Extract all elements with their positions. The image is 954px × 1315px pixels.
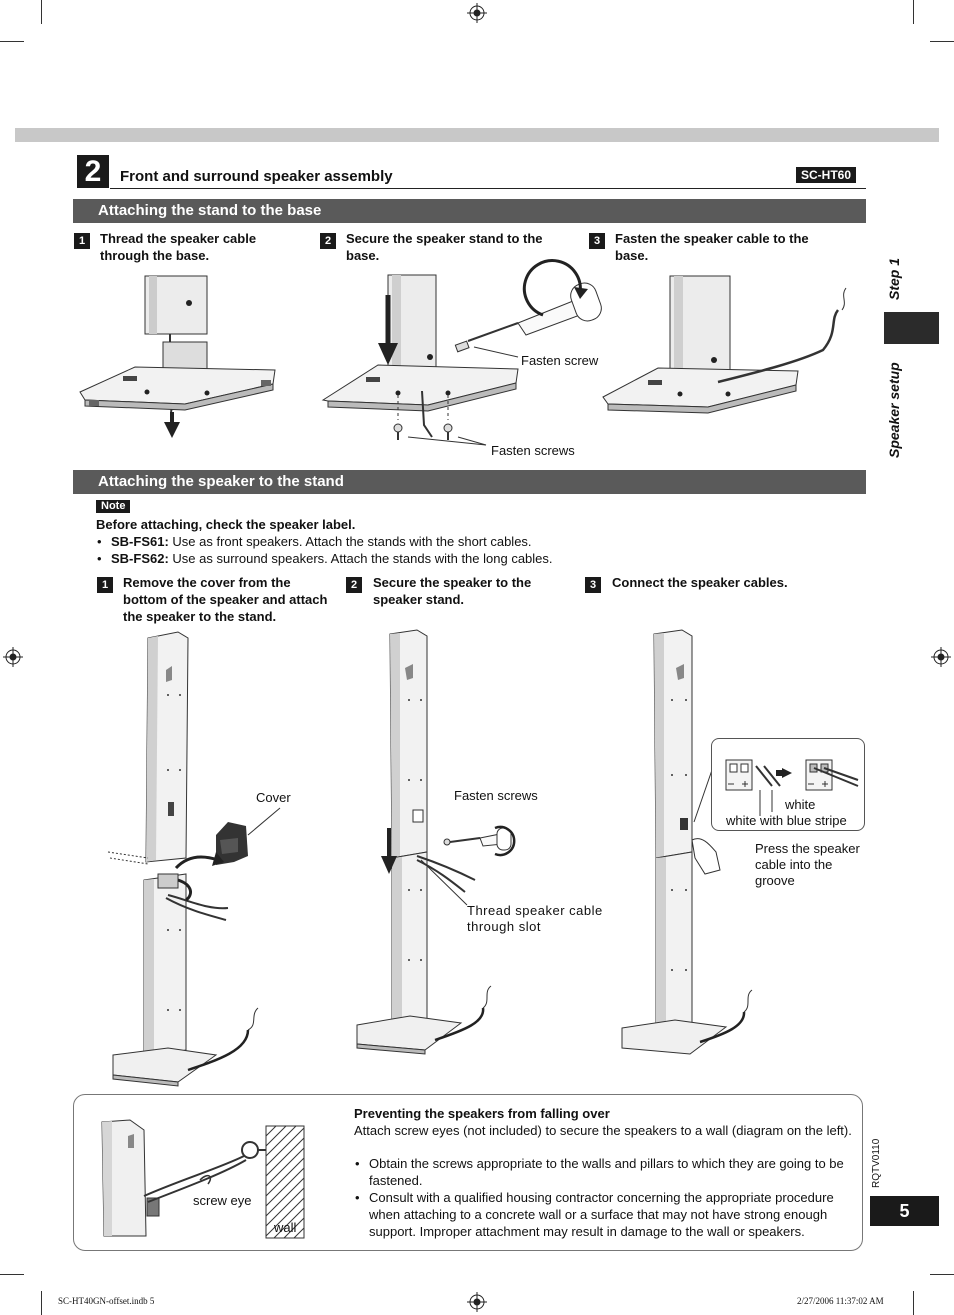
note-text: Use as front speakers. Attach the stands… (168, 534, 532, 549)
stand-base-illustration-2 (321, 259, 602, 446)
falling-title: Preventing the speakers from falling ove… (354, 1106, 610, 1121)
step-number: 3 (589, 233, 605, 249)
falling-prevention-box (73, 1094, 863, 1251)
note-badge: Note (96, 500, 131, 513)
label-fasten-screw: Fasten screw (521, 353, 599, 368)
label-thread-cable: Thread speaker cable through slot (467, 903, 603, 934)
note-list: SB-FS61: Use as front speakers. Attach t… (96, 533, 696, 567)
subsection-header-stand-base: Attaching the stand to the base (73, 199, 866, 223)
label-press-cable: Press the speaker cable into the groove (755, 841, 860, 888)
note-model: SB-FS61: (111, 534, 169, 549)
note-item: SB-FS62: Use as surround speakers. Attac… (96, 550, 696, 567)
note-text: Use as surround speakers. Attach the sta… (168, 551, 553, 566)
step-number: 1 (97, 577, 113, 593)
label-screw-eye: screw eye (193, 1193, 252, 1208)
step-text: Connect the speaker cables. (612, 575, 788, 590)
crop-mark (913, 1291, 914, 1315)
terminal-illustration (725, 759, 859, 816)
section-rule (110, 188, 866, 189)
speaker-illustration-secure (356, 629, 516, 1055)
doc-code: RQTV0110 (871, 1138, 882, 1188)
registration-mark-icon (467, 1292, 487, 1312)
stand-base-illustration-1 (79, 275, 276, 438)
footer-timestamp: 2/27/2006 11:37:02 AM (797, 1296, 884, 1306)
label-cover: Cover (256, 790, 291, 805)
speaker-illustration-connect (621, 629, 753, 1055)
footer-file: SC-HT40GN-offset.indb 5 (58, 1296, 155, 1306)
top-band (15, 128, 939, 142)
step-text: Remove the cover from the bottom of the … (123, 575, 328, 624)
step-text: Fasten the speaker cable to the base. (615, 231, 809, 263)
falling-item: Consult with a qualified housing contrac… (354, 1189, 854, 1240)
section-title: Front and surround speaker assembly (120, 168, 393, 185)
crop-mark (930, 41, 954, 42)
speaker-illustration-remove-cover (107, 631, 281, 1087)
registration-mark-icon (3, 647, 23, 667)
step-text: Secure the speaker stand to the base. (346, 231, 543, 263)
crop-mark (41, 1291, 42, 1315)
sidebar-section: Speaker setup (886, 362, 902, 458)
stand-base-illustration-3 (602, 275, 847, 414)
label-wall: wall (274, 1220, 297, 1235)
step-text: Secure the speaker to the speaker stand. (373, 575, 532, 607)
step-number: 2 (320, 233, 336, 249)
wall-attachment-illustration (101, 1119, 305, 1239)
falling-list: Obtain the screws appropriate to the wal… (354, 1155, 854, 1240)
label-fasten-screws: Fasten screws (491, 443, 575, 458)
registration-mark-icon (931, 647, 951, 667)
crop-mark (0, 41, 24, 42)
step-number: 2 (346, 577, 362, 593)
note-item: SB-FS61: Use as front speakers. Attach t… (96, 533, 696, 550)
crop-mark (41, 0, 42, 24)
falling-intro: Attach screw eyes (not included) to secu… (354, 1123, 852, 1138)
page-number: 5 (870, 1196, 939, 1226)
step-text: Thread the speaker cable through the bas… (100, 231, 257, 263)
sidebar-step: Step 1 (886, 257, 902, 300)
crop-mark (930, 1274, 954, 1275)
label-white-blue: white with blue stripe (726, 813, 847, 828)
label-fasten-screws-2: Fasten screws (454, 788, 538, 803)
model-badge: SC-HT60 (796, 167, 857, 183)
sidebar-tab (884, 312, 939, 344)
note-lead: Before attaching, check the speaker labe… (96, 517, 356, 532)
step-number: 3 (585, 577, 601, 593)
note-model: SB-FS62: (111, 551, 169, 566)
step-number: 1 (74, 233, 90, 249)
label-white: white (785, 797, 816, 812)
section-number: 2 (77, 155, 109, 188)
registration-mark-icon (467, 3, 487, 23)
falling-item: Obtain the screws appropriate to the wal… (354, 1155, 854, 1189)
subsection-header-speaker-stand: Attaching the speaker to the stand (73, 470, 866, 494)
crop-mark (0, 1274, 24, 1275)
crop-mark (913, 0, 914, 24)
